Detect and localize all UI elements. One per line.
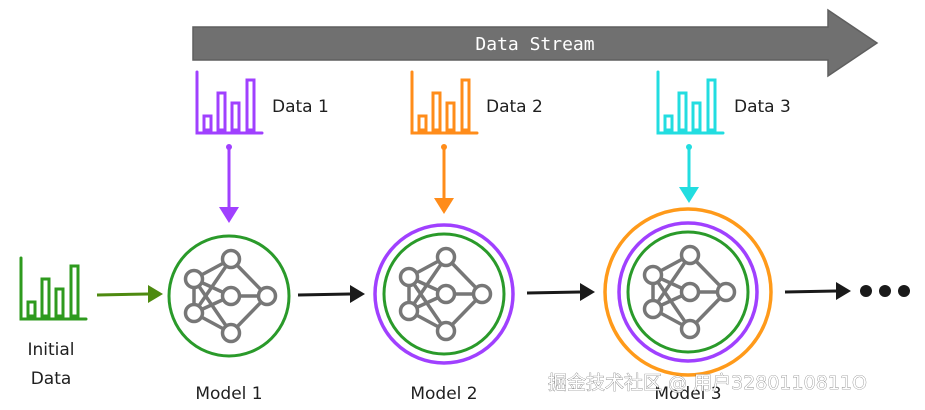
data-1-group: Data 1 bbox=[195, 70, 329, 223]
model-3-ring bbox=[603, 207, 773, 377]
network-node bbox=[220, 285, 242, 307]
data-stream-label: Data Stream bbox=[475, 34, 594, 55]
initial-data-label-line1: Initial bbox=[27, 340, 74, 360]
data-1-arrow bbox=[219, 144, 239, 223]
arrow-model3-to-continuation bbox=[784, 282, 851, 300]
data-2-arrow bbox=[434, 144, 454, 214]
data-stream-arrow: Data Stream bbox=[192, 8, 879, 78]
model-3-label: Model 3 bbox=[654, 384, 721, 404]
network-node bbox=[183, 302, 205, 324]
model-1-ring bbox=[167, 234, 291, 358]
arrow-model1-to-model2 bbox=[297, 285, 365, 303]
model-1-group bbox=[167, 234, 291, 358]
model-2-ring bbox=[382, 232, 506, 356]
network-node bbox=[220, 248, 242, 270]
network-node bbox=[471, 283, 493, 305]
data-3-group: Data 3 bbox=[656, 70, 791, 203]
watermark-text: 掘金技术社区 @ 用户3280110811O bbox=[548, 372, 867, 394]
data-3-arrow bbox=[679, 144, 699, 203]
model-3-group bbox=[603, 207, 773, 377]
initial-data-chart-icon bbox=[19, 256, 88, 321]
neural-network-icon bbox=[183, 248, 278, 344]
model-1-label: Model 1 bbox=[195, 384, 262, 404]
network-node bbox=[220, 322, 242, 344]
network-node bbox=[679, 244, 701, 266]
data-2-group: Data 2 bbox=[410, 70, 543, 214]
model-2-group bbox=[373, 223, 515, 365]
network-node bbox=[642, 264, 664, 286]
initial-data-label-line2: Data bbox=[31, 369, 72, 389]
data-1-label: Data 1 bbox=[272, 97, 329, 117]
network-node bbox=[398, 266, 420, 288]
neural-network-icon bbox=[642, 244, 737, 340]
data-2-chart-icon bbox=[410, 70, 479, 135]
network-node bbox=[679, 318, 701, 340]
network-node bbox=[256, 285, 278, 307]
data-stream-arrow-shape bbox=[192, 8, 879, 78]
network-node bbox=[435, 283, 457, 305]
ellipsis-dot bbox=[860, 285, 872, 297]
data-3-label: Data 3 bbox=[734, 97, 791, 117]
network-node bbox=[715, 281, 737, 303]
initial-data-arrow bbox=[96, 285, 163, 303]
model-3-ring bbox=[617, 221, 759, 363]
data-2-label: Data 2 bbox=[486, 97, 543, 117]
ellipsis-dot bbox=[898, 285, 910, 297]
model-3-ring bbox=[626, 230, 750, 354]
model-2-label: Model 2 bbox=[410, 384, 477, 404]
network-node bbox=[398, 300, 420, 322]
data-3-chart-icon bbox=[656, 70, 725, 135]
initial-data-group: Initial Data bbox=[19, 256, 163, 389]
ellipsis-dots bbox=[860, 285, 910, 297]
data-1-chart-icon bbox=[195, 70, 264, 135]
ellipsis-dot bbox=[879, 285, 891, 297]
network-node bbox=[642, 298, 664, 320]
network-node bbox=[435, 246, 457, 268]
neural-network-icon bbox=[398, 246, 493, 342]
network-node bbox=[435, 320, 457, 342]
network-node bbox=[183, 268, 205, 290]
network-node bbox=[679, 281, 701, 303]
arrow-model2-to-model3 bbox=[526, 283, 595, 301]
model-2-ring bbox=[373, 223, 515, 365]
